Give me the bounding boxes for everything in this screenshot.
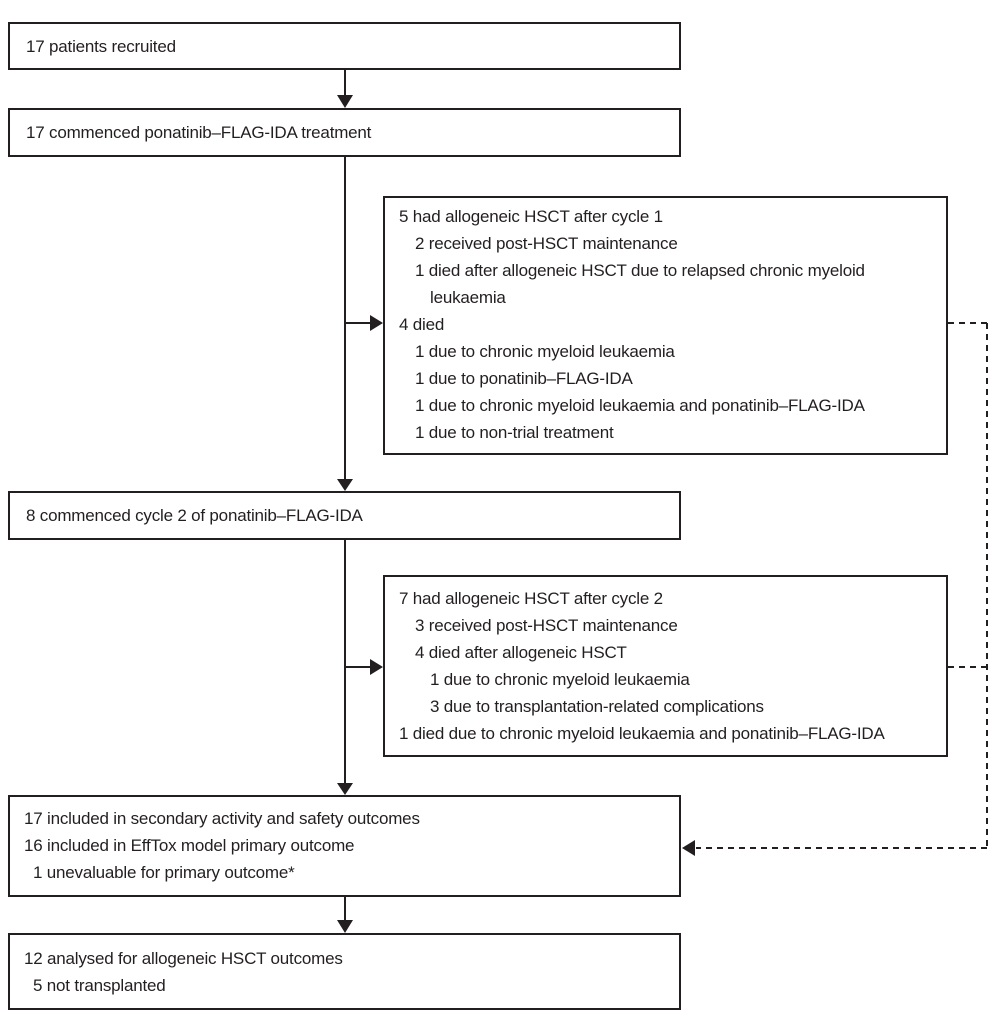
flow-text: 1 due to chronic myeloid leukaemia xyxy=(415,342,675,361)
flow-text: 8 commenced cycle 2 of ponatinib–FLAG-ID… xyxy=(26,506,363,525)
box-patients-recruited: 17 patients recruited xyxy=(8,22,681,70)
box-cycle2-details: 7 had allogeneic HSCT after cycle 2 3 re… xyxy=(383,575,948,757)
flow-text: 16 included in EffTox model primary outc… xyxy=(24,836,355,855)
flow-text: 1 due to ponatinib–FLAG-IDA xyxy=(415,369,633,388)
flow-text: 1 died after allogeneic HSCT due to rela… xyxy=(415,261,865,280)
arrow-outcomes-to-hsct xyxy=(337,897,353,933)
branch-arrow-cycle2-details xyxy=(345,659,383,675)
flow-text: 7 had allogeneic HSCT after cycle 2 xyxy=(399,589,663,608)
flow-text: leukaemia xyxy=(430,288,506,307)
flow-text: 1 unevaluable for primary outcome* xyxy=(33,863,295,882)
flow-text: 1 due to chronic myeloid leukaemia and p… xyxy=(415,396,865,415)
box-outcomes: 17 included in secondary activity and sa… xyxy=(8,795,681,897)
flow-text: 1 due to non-trial treatment xyxy=(415,423,614,442)
flow-text: 4 died xyxy=(399,315,445,334)
box-commenced-treatment: 17 commenced ponatinib–FLAG-IDA treatmen… xyxy=(8,108,681,157)
arrow-treatment-to-cycle2 xyxy=(337,157,353,491)
flow-text: 17 commenced ponatinib–FLAG-IDA treatmen… xyxy=(26,123,372,142)
flow-text: 2 received post-HSCT maintenance xyxy=(415,234,678,253)
arrow-cycle2-to-outcomes xyxy=(337,540,353,795)
flow-text: 3 received post-HSCT maintenance xyxy=(415,616,678,635)
box-hsct-outcomes: 12 analysed for allogeneic HSCT outcomes… xyxy=(8,933,681,1010)
box-commenced-cycle2: 8 commenced cycle 2 of ponatinib–FLAG-ID… xyxy=(8,491,681,540)
flow-text: 5 not transplanted xyxy=(33,976,166,995)
flow-text: 5 had allogeneic HSCT after cycle 1 xyxy=(399,207,663,226)
flow-text: 4 died after allogeneic HSCT xyxy=(415,643,627,662)
dashed-arrow-into-outcomes xyxy=(682,840,987,856)
flow-text: 1 due to chronic myeloid leukaemia xyxy=(430,670,690,689)
box-cycle1-details: 5 had allogeneic HSCT after cycle 1 2 re… xyxy=(383,196,948,455)
flow-text: 1 died due to chronic myeloid leukaemia … xyxy=(399,724,885,743)
arrow-recruited-to-treatment xyxy=(337,70,353,108)
flow-text: 17 patients recruited xyxy=(26,36,176,56)
flow-text: 17 included in secondary activity and sa… xyxy=(24,809,420,828)
flow-text: 12 analysed for allogeneic HSCT outcomes xyxy=(24,949,343,968)
branch-arrow-cycle1-details xyxy=(345,315,383,331)
flow-text: 3 due to transplantation-related complic… xyxy=(430,697,764,716)
